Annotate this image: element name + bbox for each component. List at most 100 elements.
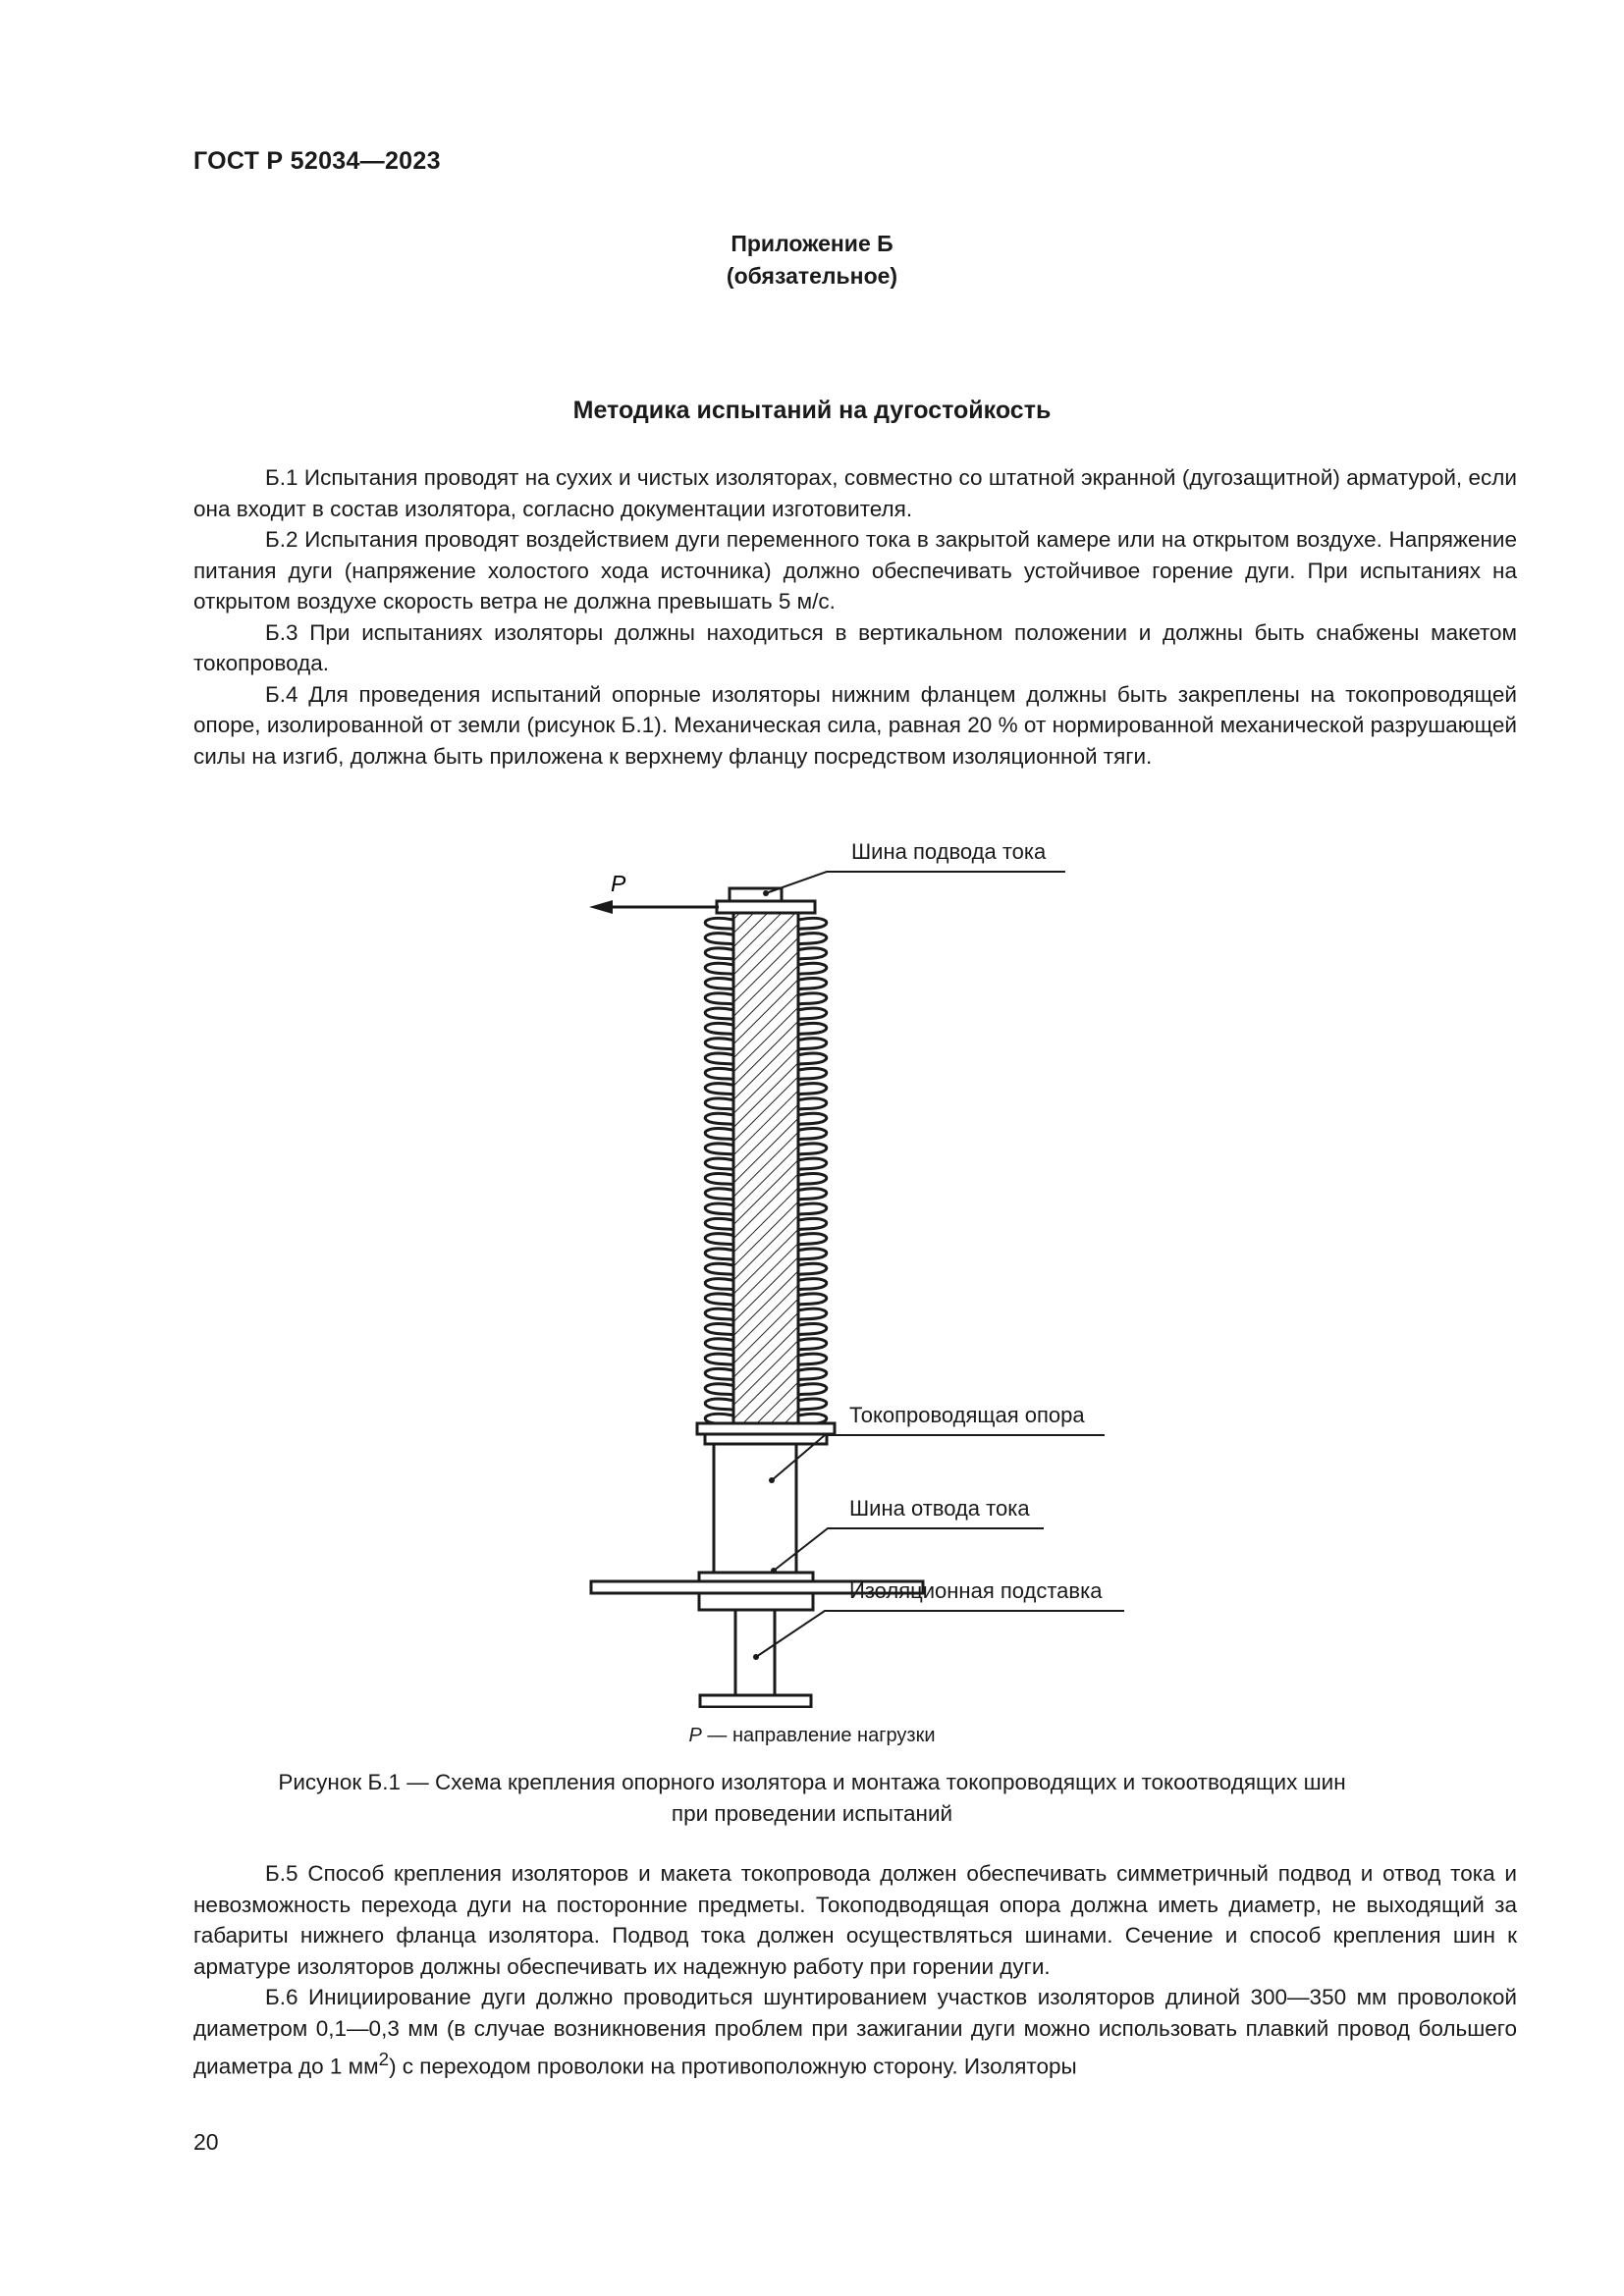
shed-left bbox=[703, 1367, 735, 1382]
leader-conductive-support bbox=[771, 1434, 1105, 1481]
top-flange bbox=[715, 899, 817, 915]
label-current-out-bus: Шина отвода тока bbox=[849, 1496, 1030, 1521]
shed-right bbox=[796, 1216, 829, 1232]
stand-top-plate bbox=[697, 1591, 815, 1612]
shed-left bbox=[703, 1096, 735, 1111]
appendix-title: Приложение Б bbox=[731, 231, 893, 256]
shed-right bbox=[796, 1307, 829, 1322]
shed-left bbox=[703, 916, 735, 932]
shed-left bbox=[703, 1127, 735, 1142]
shed-left bbox=[703, 991, 735, 1006]
leader-dot bbox=[753, 1654, 759, 1660]
shed-left bbox=[703, 1382, 735, 1397]
shed-left bbox=[703, 977, 735, 991]
shed-right bbox=[796, 932, 829, 946]
paragraph-b2: Б.2 Испытания проводят воздействием дуги… bbox=[193, 527, 1517, 614]
bottom-flange bbox=[695, 1421, 837, 1436]
shed-left bbox=[703, 1066, 735, 1082]
figure-legend: P — направление нагрузки bbox=[0, 1725, 1624, 1747]
shed-right bbox=[796, 1127, 829, 1142]
force-arrow-head bbox=[589, 900, 613, 914]
shed-right bbox=[796, 1201, 829, 1217]
paragraphs-after-figure: Б.5 Способ крепления изоляторов и макета… bbox=[193, 1858, 1517, 2082]
shed-right bbox=[796, 991, 829, 1006]
document-id-header: ГОСТ Р 52034—2023 bbox=[193, 147, 441, 175]
shed-right bbox=[796, 1037, 829, 1051]
paragraph-b4: Б.4 Для проведения испытаний опорные изо… bbox=[193, 681, 1517, 769]
leader-dot bbox=[769, 1477, 775, 1483]
shed-right bbox=[796, 1142, 829, 1156]
leader-current-in-bus bbox=[765, 871, 1065, 894]
shed-right bbox=[796, 1247, 829, 1262]
shed-left bbox=[703, 1261, 735, 1277]
shed-right bbox=[796, 1172, 829, 1187]
conductive-support bbox=[712, 1442, 798, 1575]
shed-left bbox=[703, 1307, 735, 1322]
shed-right bbox=[796, 1382, 829, 1397]
leader-current-out-bus bbox=[773, 1527, 1044, 1572]
shed-right bbox=[796, 1051, 829, 1067]
force-symbol: P bbox=[611, 871, 626, 896]
figure-caption: Рисунок Б.1 — Схема крепления опорного и… bbox=[0, 1767, 1624, 1830]
shed-left bbox=[703, 1232, 735, 1247]
shed-left bbox=[703, 1397, 735, 1413]
leader-dot bbox=[771, 1568, 777, 1574]
shed-right bbox=[796, 977, 829, 991]
caption-line-2: при проведении испытаний bbox=[671, 1801, 953, 1826]
superscript-2: 2 bbox=[378, 2049, 390, 2069]
shed-right bbox=[796, 1261, 829, 1277]
shed-left bbox=[703, 1172, 735, 1187]
shed-right bbox=[796, 916, 829, 932]
shed-left bbox=[703, 961, 735, 977]
shed-right bbox=[796, 1022, 829, 1037]
shed-left bbox=[703, 1006, 735, 1022]
shed-left bbox=[703, 1187, 735, 1201]
shed-right bbox=[796, 1232, 829, 1247]
shed-right bbox=[796, 1292, 829, 1307]
shed-left bbox=[703, 1142, 735, 1156]
shed-right bbox=[796, 1006, 829, 1022]
shed-left bbox=[703, 932, 735, 946]
shed-right bbox=[796, 1397, 829, 1413]
shed-right bbox=[796, 1352, 829, 1367]
stand-base-plate bbox=[698, 1693, 813, 1709]
label-conductive-support: Токопроводящая опора bbox=[849, 1403, 1085, 1427]
shed-left bbox=[703, 946, 735, 961]
shed-right bbox=[796, 961, 829, 977]
shed-right bbox=[796, 1277, 829, 1292]
insulator-core bbox=[731, 911, 800, 1425]
legend-symbol: P bbox=[688, 1725, 702, 1746]
label-current-in-bus: Шина подвода тока bbox=[851, 839, 1047, 864]
shed-left bbox=[703, 1337, 735, 1352]
shed-right bbox=[796, 946, 829, 961]
paragraph-b6-text: Б.6 Инициирование дуги должно проводитьс… bbox=[193, 1985, 1517, 2079]
shed-left bbox=[703, 1201, 735, 1217]
shed-left bbox=[703, 1037, 735, 1051]
shed-left bbox=[703, 1292, 735, 1307]
page-number: 20 bbox=[193, 2129, 219, 2155]
leader-dot bbox=[763, 890, 769, 896]
insulator-sheds bbox=[703, 916, 829, 1427]
section-title: Методика испытаний на дугостойкость bbox=[572, 397, 1052, 424]
shed-left bbox=[703, 1022, 735, 1037]
shed-left bbox=[703, 1247, 735, 1262]
shed-left bbox=[703, 1277, 735, 1292]
insulating-stand bbox=[733, 1608, 777, 1697]
shed-right bbox=[796, 1187, 829, 1201]
paragraph-b6: Б.6 Инициирование дуги должно проводитьс… bbox=[193, 1982, 1517, 2082]
shed-right bbox=[796, 1337, 829, 1352]
shed-right bbox=[796, 1096, 829, 1111]
shed-left bbox=[703, 1082, 735, 1096]
insulator-diagram: P bbox=[589, 871, 1124, 1709]
shed-left bbox=[703, 1051, 735, 1067]
shed-right bbox=[796, 1066, 829, 1082]
shed-right bbox=[796, 1082, 829, 1096]
label-insulating-stand: Изоляционная подставка bbox=[849, 1578, 1103, 1603]
appendix-heading: Приложение Б (обязательное) bbox=[0, 228, 1624, 293]
shed-left bbox=[703, 1111, 735, 1127]
shed-left bbox=[703, 1156, 735, 1172]
shed-right bbox=[796, 1367, 829, 1382]
legend-text: — направление нагрузки bbox=[707, 1725, 936, 1746]
paragraphs-before-figure: Б.1 Испытания проводят на сухих и чистых… bbox=[193, 462, 1517, 772]
